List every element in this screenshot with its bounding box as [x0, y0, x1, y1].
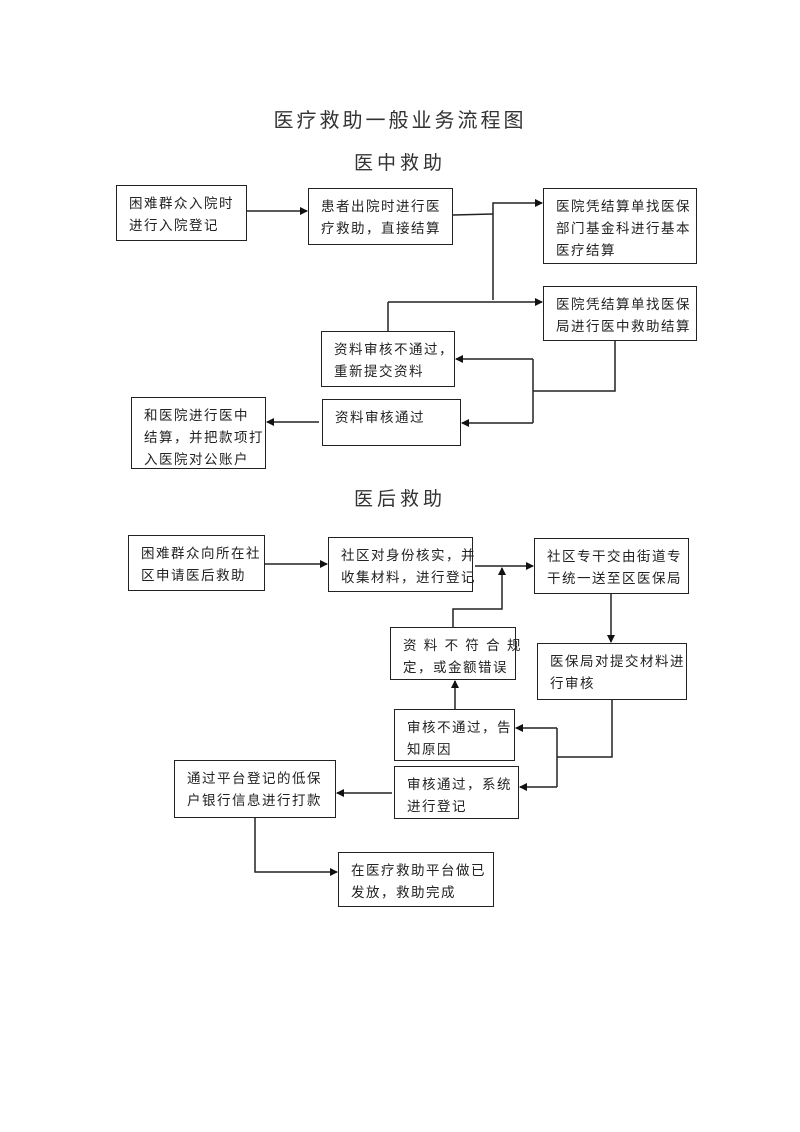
node-review-passed: 资料审核通过 — [322, 399, 461, 446]
node-text: 医院凭结算单找医保 — [556, 297, 691, 313]
node-apply: 困难群众向所在社 区申请医后救助 — [128, 535, 265, 591]
node-bureau-review: 医保局对提交材料进 行审核 — [537, 643, 687, 700]
node-text: 进行入院登记 — [129, 218, 219, 234]
node-discharge-settlement: 患者出院时进行医 疗救助，直接结算 — [308, 188, 453, 245]
document-title: 医疗救助一般业务流程图 — [273, 108, 527, 132]
node-text: 困难群众入院时 — [129, 196, 234, 212]
section-heading-post-hospital: 医后救助 — [353, 488, 446, 510]
node-text: 资料审核通过 — [335, 410, 425, 426]
node-text: 医疗结算 — [556, 243, 616, 259]
node-text: 疗救助，直接结算 — [321, 221, 441, 237]
node-text: 行审核 — [550, 676, 595, 692]
node-text: 知原因 — [407, 742, 452, 758]
node-completed: 在医疗救助平台做已 发放，救助完成 — [338, 852, 494, 907]
node-text: 和医院进行医中 — [144, 408, 249, 424]
node-text: 困难群众向所在社 — [141, 546, 261, 562]
node-payment-to-hospital: 和医院进行医中 结算，并把款项打 入医院对公账户 — [131, 397, 266, 469]
node-bank-payment: 通过平台登记的低保 户银行信息进行打款 — [174, 760, 336, 818]
node-assistance-settlement: 医院凭结算单找医保 局进行医中救助结算 — [543, 286, 697, 341]
node-text: 在医疗救助平台做已 — [351, 863, 486, 879]
node-text: 通过平台登记的低保 — [187, 771, 322, 787]
node-review-failed: 资料审核不通过， 重新提交资料 — [321, 331, 455, 387]
connector-review-down — [557, 700, 613, 758]
node-text: 结算，并把款项打 — [144, 430, 264, 446]
connector-discharge-to-split — [452, 213, 494, 216]
node-text: 局进行医中救助结算 — [556, 319, 691, 335]
node-text: 收集材料，进行登记 — [341, 570, 476, 586]
node-review-passed-post: 审核通过，系统 进行登记 — [394, 766, 519, 819]
node-text: 医保局对提交材料进 — [550, 654, 685, 670]
node-text: 入医院对公账户 — [144, 452, 249, 468]
node-text: 审核通过，系统 — [407, 777, 512, 793]
arrow-split-to-basic — [492, 199, 543, 300]
node-text: 进行登记 — [407, 799, 467, 815]
node-text: 部门基金科进行基本 — [556, 221, 691, 237]
node-community-verify: 社区对身份核实，并 收集材料，进行登记 — [328, 537, 476, 592]
node-submit-to-bureau: 社区专干交由街道专 干统一送至区医保局 — [534, 538, 689, 594]
node-text: 医院凭结算单找医保 — [556, 199, 691, 215]
node-admission: 困难群众入院时 进行入院登记 — [116, 185, 247, 241]
node-non-compliant: 资 料 不 符 合 规 定，或金额错误 — [390, 627, 522, 680]
section-heading-in-hospital: 医中救助 — [353, 152, 446, 174]
node-text: 患者出院时进行医 — [321, 199, 441, 215]
node-text: 社区专干交由街道专 — [547, 549, 682, 565]
arrow-bank-to-completed — [254, 818, 338, 876]
node-basic-medical-settlement: 医院凭结算单找医保 部门基金科进行基本 医疗结算 — [543, 188, 697, 264]
node-text: 定，或金额错误 — [403, 660, 508, 676]
node-text: 发放，救助完成 — [351, 885, 456, 901]
node-text: 户银行信息进行打款 — [187, 793, 322, 809]
node-text: 资 料 不 符 合 规 — [403, 638, 522, 654]
node-text: 社区对身份核实，并 — [341, 548, 476, 564]
connector-assistance-down — [533, 341, 616, 392]
node-text: 区申请医后救助 — [141, 568, 246, 584]
node-review-failed-post: 审核不通过，告 知原因 — [394, 709, 515, 761]
node-text: 审核不通过，告 — [407, 720, 512, 736]
node-text: 资料审核不通过， — [334, 342, 454, 358]
node-text: 重新提交资料 — [334, 364, 424, 380]
node-text: 干统一送至区医保局 — [547, 571, 682, 587]
